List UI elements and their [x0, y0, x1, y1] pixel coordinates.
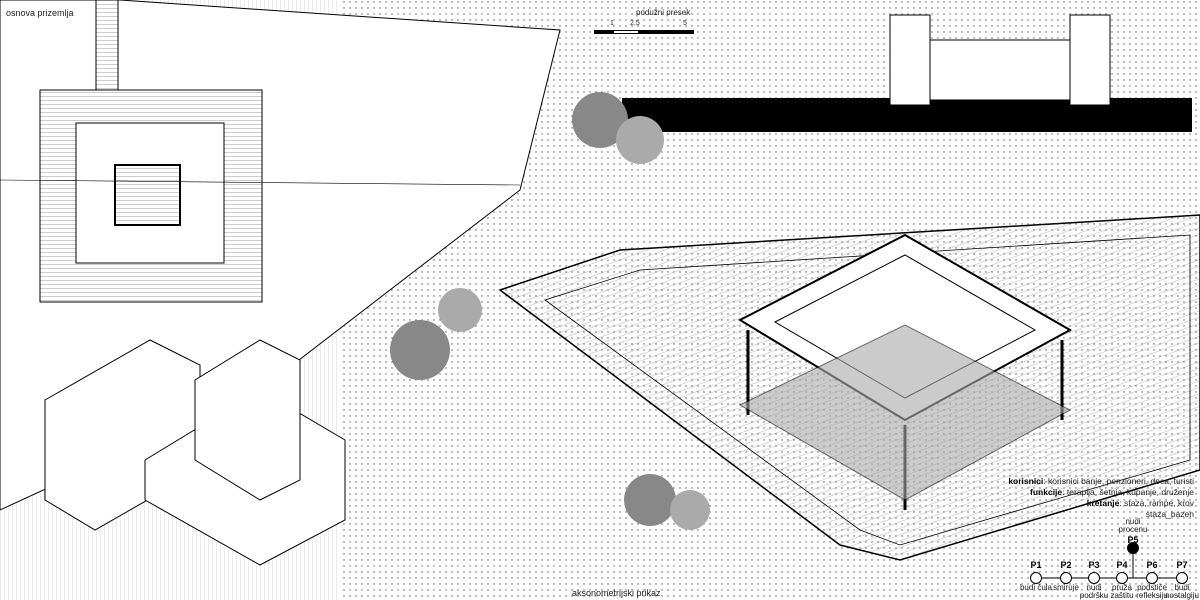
movement-label: kretanje	[1086, 498, 1120, 508]
building-axon	[44, 339, 346, 566]
principle-node-p7	[1176, 572, 1188, 584]
section-drawing	[622, 14, 1192, 132]
section-title: podužni presek	[636, 8, 691, 17]
principle-id: P5	[1127, 535, 1139, 545]
principle-node-p6	[1146, 572, 1158, 584]
axon-title: aksonometrijski prikaz	[572, 588, 661, 598]
scale-5: 5	[683, 20, 687, 27]
scale-1: 1	[610, 20, 614, 27]
users-text: : korisnici banje, penzioneri, deca, tur…	[1043, 476, 1194, 486]
legend: korisnici: korisnici banje, penzioneri, …	[1008, 476, 1194, 520]
principle-id: P2	[1060, 560, 1072, 570]
principle-id: P1	[1030, 560, 1042, 570]
section-cut-line	[0, 179, 521, 186]
plan-path	[95, 0, 119, 91]
scale-2-5: 2.5	[630, 20, 640, 27]
scale-bar-segment	[614, 31, 638, 33]
pavilion	[737, 233, 1073, 510]
principle-node-p4	[1116, 572, 1128, 584]
functions-text: : terapija, šetnja, kupanje, druženje	[1062, 487, 1194, 497]
scale-bar	[594, 30, 694, 34]
principle-text: nudi procenu	[1118, 517, 1148, 534]
principle-node-p2	[1060, 572, 1072, 584]
axon-site-path	[544, 234, 1191, 546]
principle-text: pruža zaštitu	[1110, 583, 1134, 600]
plan-pool	[114, 164, 181, 226]
principle-id: P4	[1116, 560, 1128, 570]
principle-text: nudi podršku	[1079, 583, 1109, 600]
movement-text-2: staza_bazen	[1145, 509, 1194, 519]
users-label: korisnici	[1008, 476, 1044, 486]
principle-node-p3	[1088, 572, 1100, 584]
principle-node-p5	[1127, 542, 1139, 554]
principle-node-p1	[1030, 572, 1042, 584]
movement-text: : staza, rampe, krov	[1119, 498, 1194, 508]
principle-text: podstiče refleksiju	[1136, 583, 1168, 600]
principle-text: budi nostalgiju	[1165, 583, 1199, 600]
principle-text: smiruje	[1053, 583, 1079, 592]
principle-id: P3	[1088, 560, 1100, 570]
principle-id: P7	[1176, 560, 1188, 570]
plan-title: osnova prizemlja	[6, 8, 74, 18]
functions-label: funkcije	[1030, 487, 1063, 497]
principle-text: budi čula	[1019, 583, 1053, 592]
trees	[390, 92, 710, 530]
principle-id: P6	[1146, 560, 1158, 570]
